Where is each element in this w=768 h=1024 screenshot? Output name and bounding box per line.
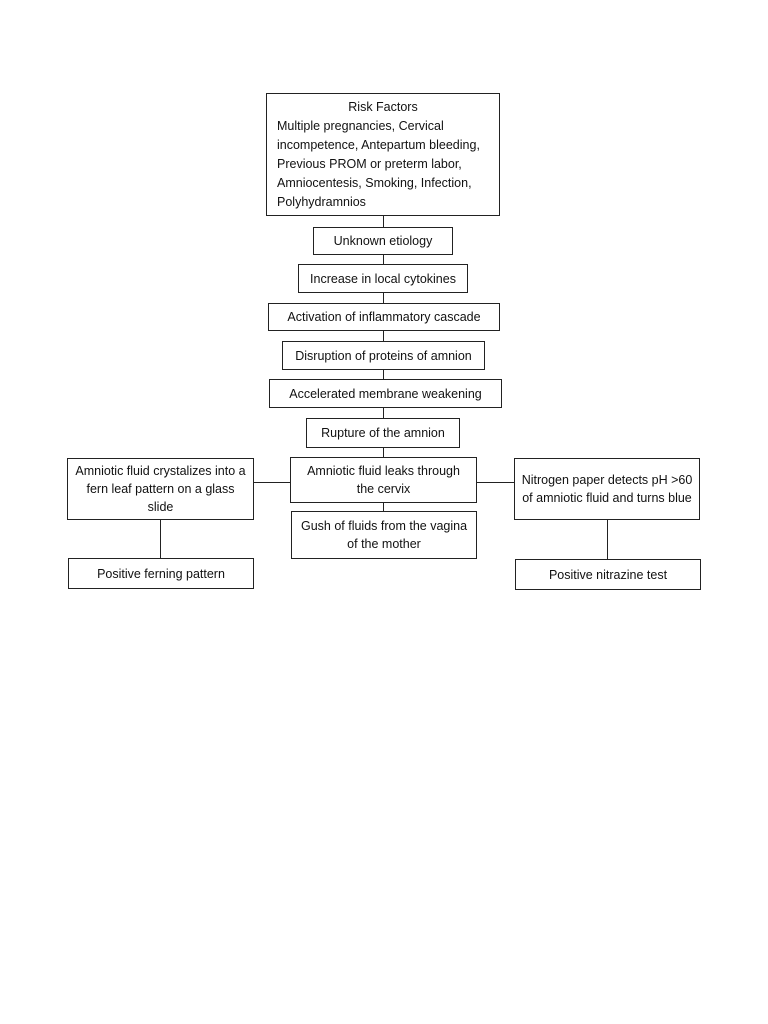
unknown-etiology-box: Unknown etiology — [313, 227, 453, 255]
connector-leak-to-left-branch — [253, 482, 291, 483]
connector-rupture-to-leak — [383, 447, 384, 458]
local-cytokines-text: Increase in local cytokines — [310, 271, 456, 286]
unknown-etiology-text: Unknown etiology — [333, 234, 433, 248]
inflammatory-cascade-box: Activation of inflammatory cascade — [268, 303, 500, 331]
positive-ferning-box: Positive ferning pattern — [68, 558, 254, 589]
connector-weakening-to-rupture — [383, 407, 384, 419]
rupture-amnion-text: Rupture of the amnion — [321, 426, 445, 440]
connector-right-branch-to-result — [607, 519, 608, 560]
risk-factors-list: Multiple pregnancies, Cervical incompete… — [277, 119, 480, 209]
fern-pattern-box: Amniotic fluid crystalizes into a fern l… — [67, 458, 254, 520]
nitrogen-paper-box: Nitrogen paper detects pH >60 of amnioti… — [514, 458, 700, 520]
disruption-proteins-box: Disruption of proteins of amnion — [282, 341, 485, 370]
fluid-leaks-box: Amniotic fluid leaks through the cervix — [290, 457, 477, 503]
local-cytokines-box: Increase in local cytokines — [298, 264, 468, 293]
connector-disruption-to-weakening — [383, 369, 384, 380]
connector-left-branch-to-result — [160, 519, 161, 559]
connector-etiology-to-cytokines — [383, 254, 384, 265]
connector-cascade-to-disruption — [383, 330, 384, 342]
gush-fluids-text: Gush of fluids from the vagina of the mo… — [300, 519, 468, 551]
membrane-weakening-box: Accelerated membrane weakening — [269, 379, 502, 408]
nitrogen-paper-text: Nitrogen paper detects pH >60 of amnioti… — [521, 473, 693, 505]
gush-fluids-box: Gush of fluids from the vagina of the mo… — [291, 511, 477, 559]
rupture-amnion-box: Rupture of the amnion — [306, 418, 460, 448]
connector-leak-to-gush — [383, 502, 384, 512]
positive-nitrazine-text: Positive nitrazine test — [548, 567, 668, 582]
positive-ferning-text: Positive ferning pattern — [97, 566, 225, 581]
positive-nitrazine-box: Positive nitrazine test — [515, 559, 701, 590]
fern-pattern-text: Amniotic fluid crystalizes into a fern l… — [75, 464, 246, 514]
fluid-leaks-text: Amniotic fluid leaks through the cervix — [307, 464, 460, 496]
connector-risk-to-etiology — [383, 215, 384, 228]
disruption-proteins-text: Disruption of proteins of amnion — [295, 348, 472, 363]
connector-leak-to-right-branch — [476, 482, 515, 483]
connector-cytokines-to-cascade — [383, 292, 384, 304]
risk-factors-box: Risk Factors Multiple pregnancies, Cervi… — [266, 93, 500, 216]
membrane-weakening-text: Accelerated membrane weakening — [289, 386, 482, 401]
risk-factors-title: Risk Factors — [348, 100, 418, 114]
inflammatory-cascade-text: Activation of inflammatory cascade — [287, 310, 481, 324]
